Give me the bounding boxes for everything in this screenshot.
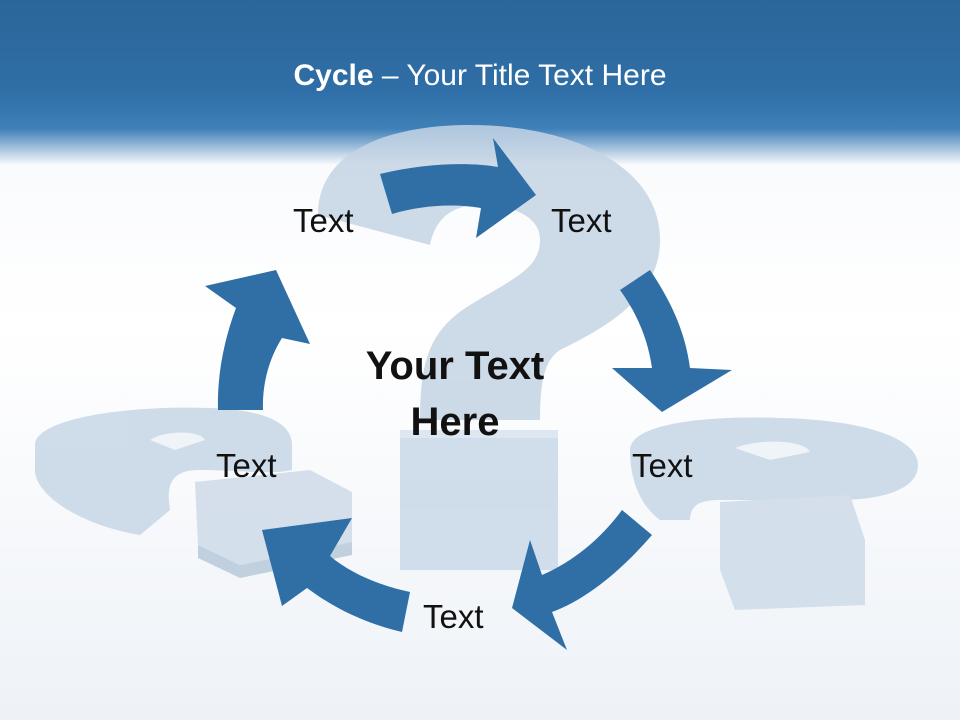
cycle-label-right: Text [632,447,693,484]
cycle-arrow-icon [512,510,652,650]
title-bold: Cycle [293,59,374,92]
cycle-arrow-icon [612,270,732,412]
cycle-arrow-icon [205,270,310,410]
slide-title: Cycle – Your Title Text Here [0,56,960,96]
cycle-arrow-icon [380,138,536,238]
cycle-label-left: Text [216,447,277,484]
cycle-arrow-icon [262,518,410,632]
center-text-line2: Here [410,400,500,444]
center-text-line1: Your Text [365,344,545,388]
center-text: Your Text Here [330,338,580,450]
cycle-label-top-left: Text [293,202,354,239]
question-mark-icon [630,417,918,610]
cycle-label-top-right: Text [551,202,612,239]
title-rest: – Your Title Text Here [373,59,667,92]
cycle-label-bottom: Text [423,598,484,635]
